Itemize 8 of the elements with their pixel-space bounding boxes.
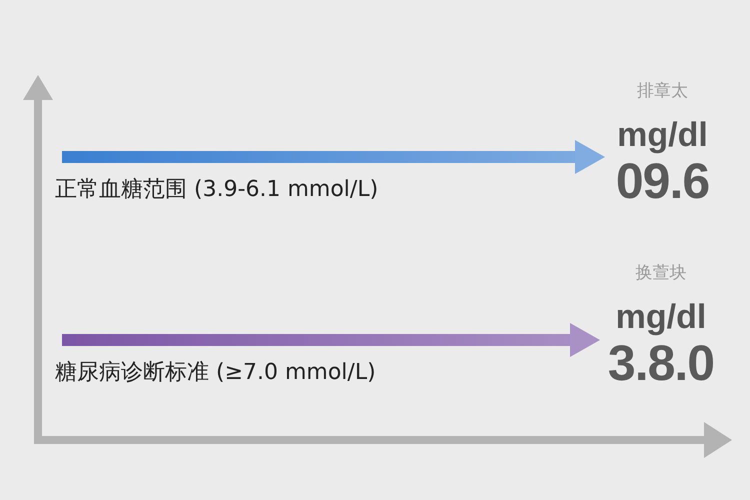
arrow <box>62 140 605 174</box>
unit-label: mg/dl <box>617 116 708 154</box>
reading-value: 3.8.0 <box>608 336 714 390</box>
arrow <box>62 323 600 357</box>
unit-label: mg/dl <box>616 298 706 336</box>
reading-value: 09.6 <box>616 154 710 208</box>
reading-caption: 换萱块 <box>636 262 686 284</box>
reading-caption: 排章太 <box>637 80 688 102</box>
